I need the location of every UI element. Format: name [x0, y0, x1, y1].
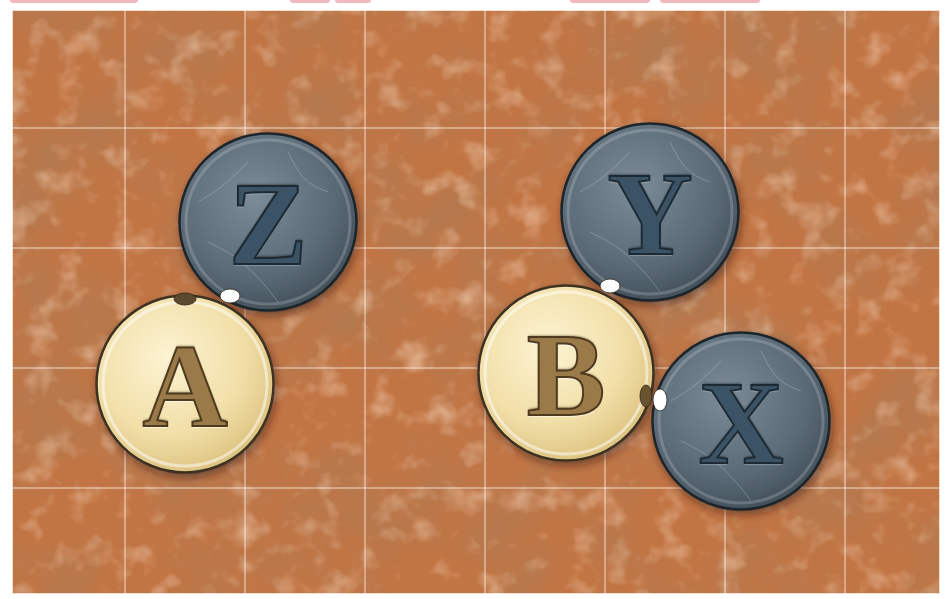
game-stone: X — [651, 331, 831, 511]
stone-letter: X — [698, 359, 783, 483]
game-stone: Z — [178, 132, 358, 312]
stone-letter: B — [527, 311, 606, 435]
game-stone: Y — [560, 122, 740, 302]
stone-letter: Y — [607, 150, 692, 274]
game-stone: B — [477, 284, 655, 462]
terrain-texture — [12, 10, 940, 594]
stone-letter: Z — [229, 160, 308, 284]
game-stone: A — [95, 294, 275, 474]
terrain-speckle — [12, 10, 940, 594]
board-grid — [12, 10, 940, 594]
terrain — [12, 10, 940, 594]
stone-letter: A — [142, 322, 227, 446]
top-tabs — [10, 0, 760, 3]
